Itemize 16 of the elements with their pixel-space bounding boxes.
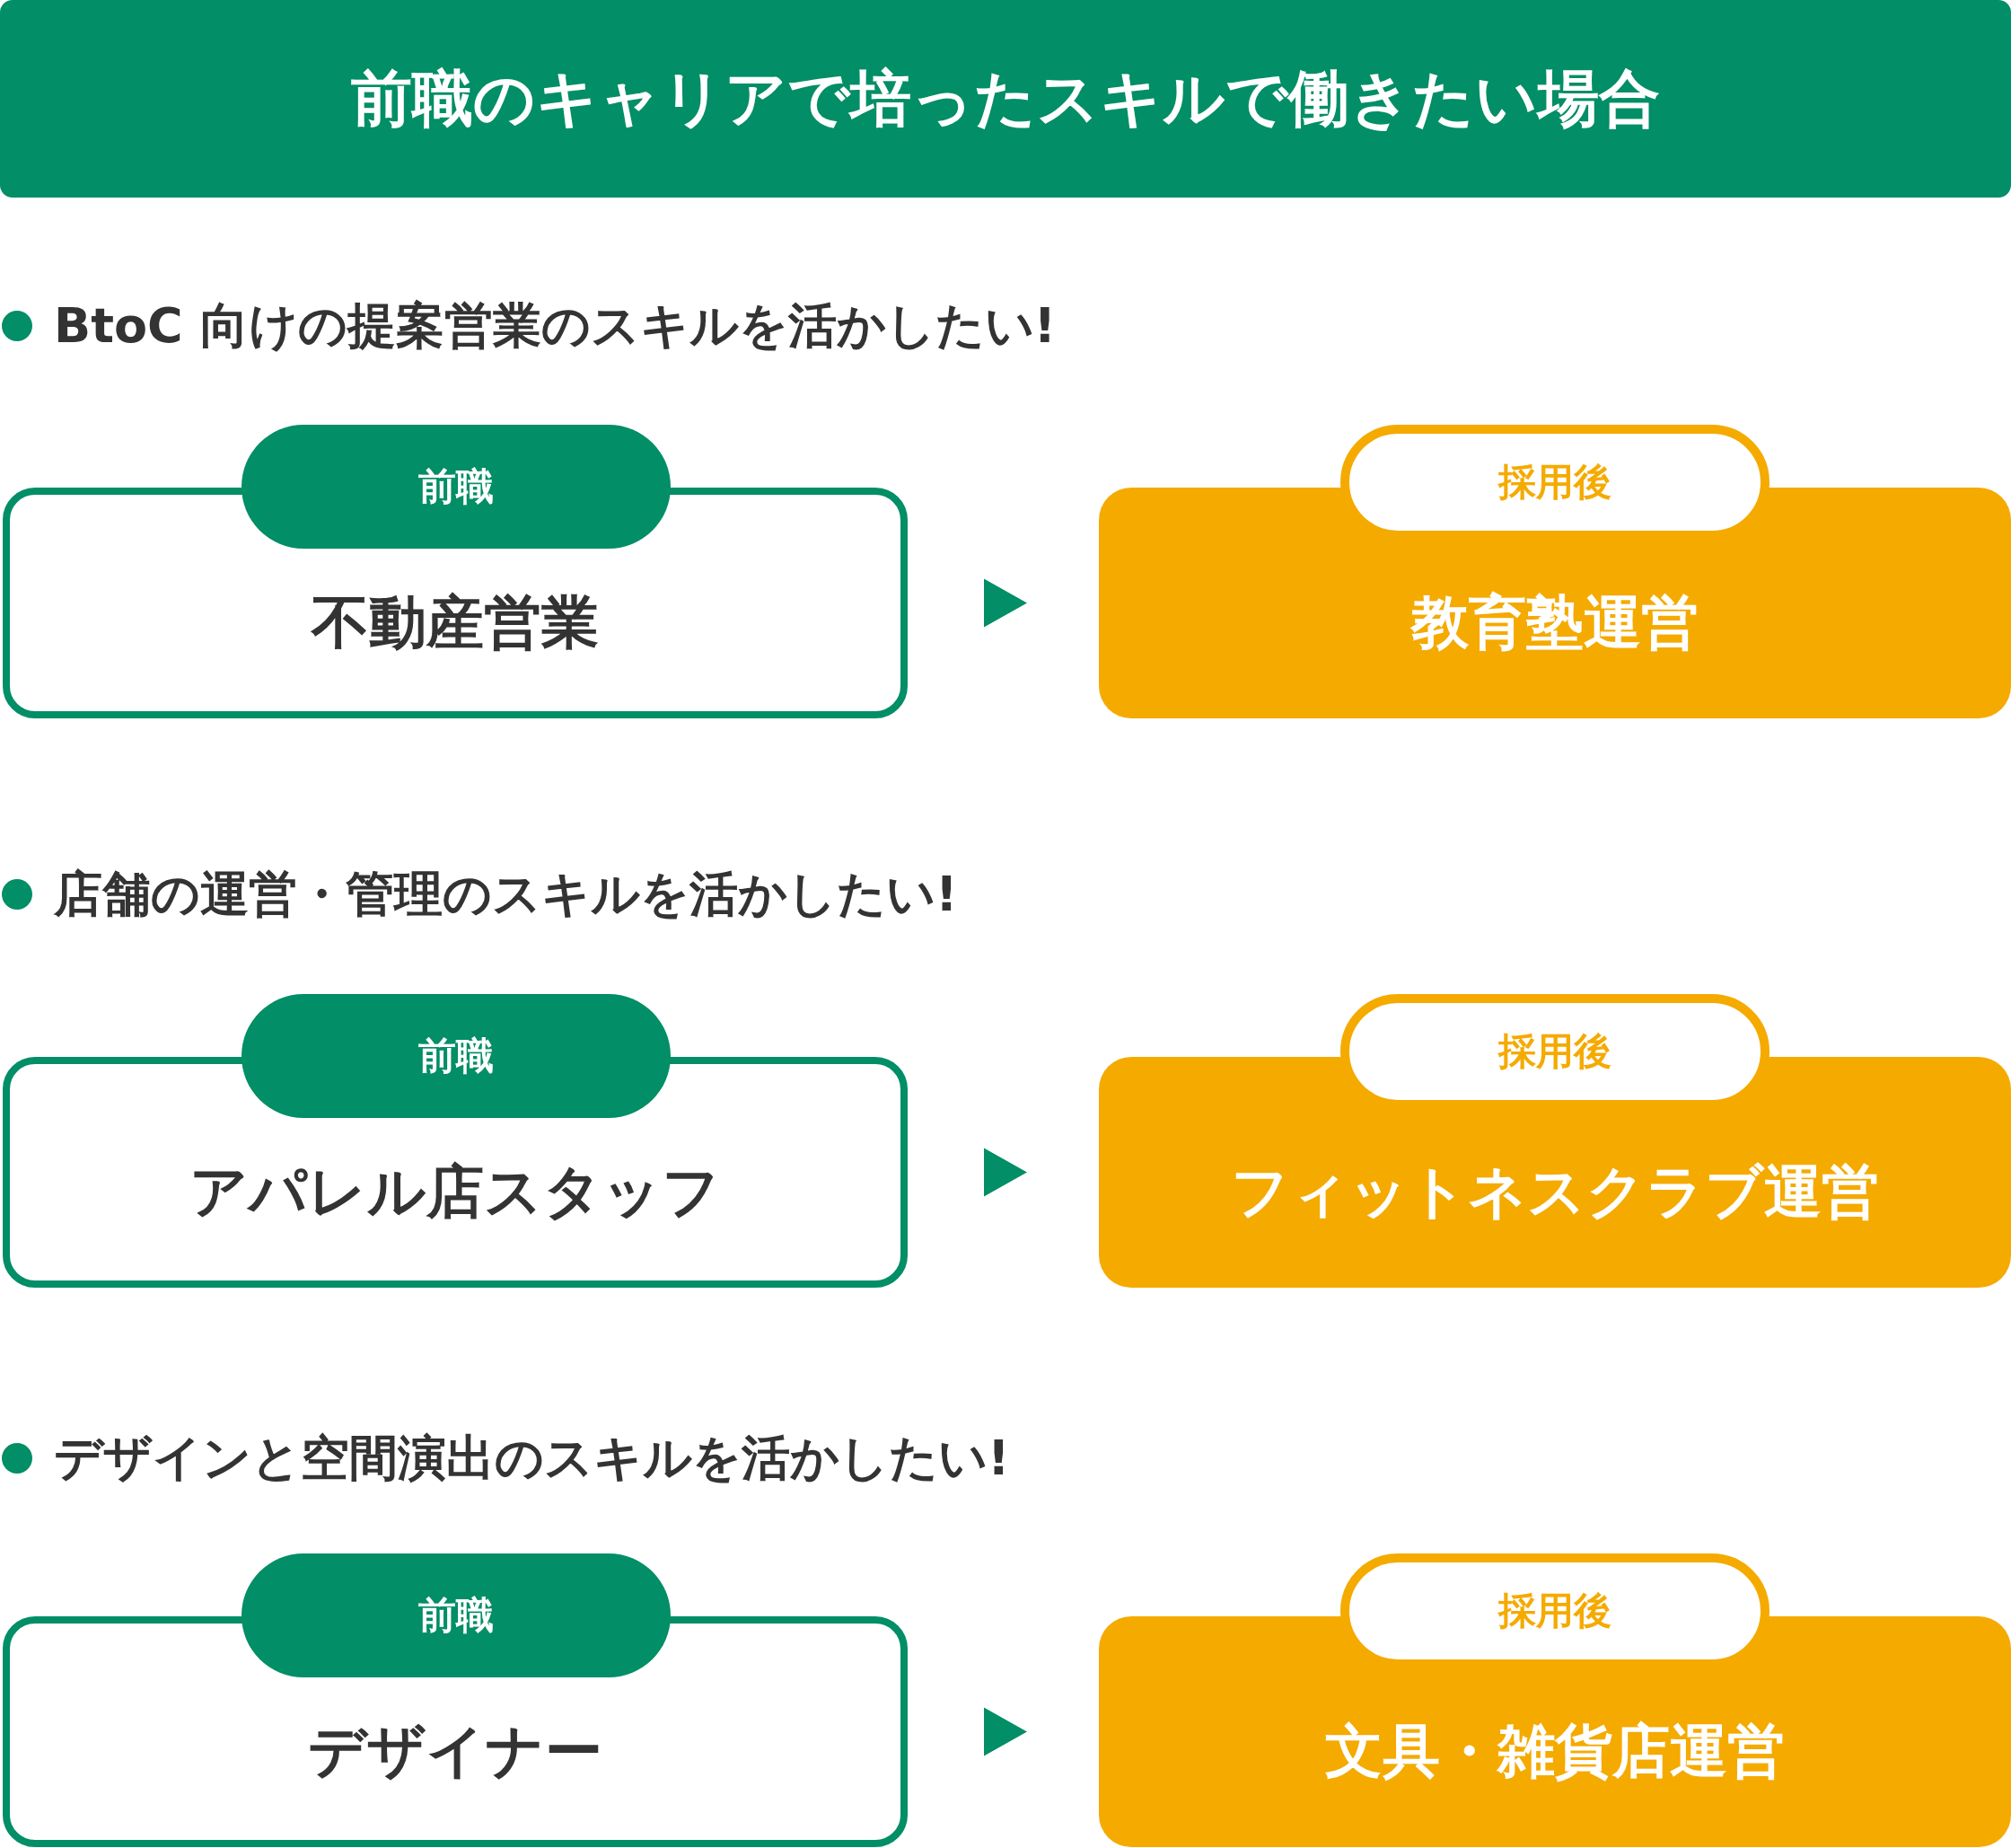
job-title: フィットネスクラブ運営 xyxy=(1230,1157,1880,1227)
job-title: 不動産営業 xyxy=(310,588,600,657)
tab-label: 前職 xyxy=(241,1553,671,1677)
section-heading: BtoC 向けの提案営業のスキルを活かしたい! xyxy=(54,296,1057,356)
section-heading: デザインと空間演出のスキルを活かしたい! xyxy=(54,1429,1010,1488)
job-title: 文具・雑貨店運営 xyxy=(1324,1717,1786,1786)
title-banner: 前職のキャリアで培ったスキルで働きたい場合 xyxy=(0,0,2011,198)
tab-label: 前職 xyxy=(241,994,671,1118)
arrow xyxy=(984,1148,1027,1197)
arrow xyxy=(984,578,1027,628)
job-title: デザイナー xyxy=(307,1717,603,1786)
job-title: アパレル店スタッフ xyxy=(189,1157,722,1227)
tab-label: 前職 xyxy=(241,425,671,549)
job-title: 教育塾運営 xyxy=(1409,588,1699,657)
section-heading: 店舗の運営・管理のスキルを活かしたい! xyxy=(54,865,958,924)
arrow xyxy=(984,1707,1027,1756)
